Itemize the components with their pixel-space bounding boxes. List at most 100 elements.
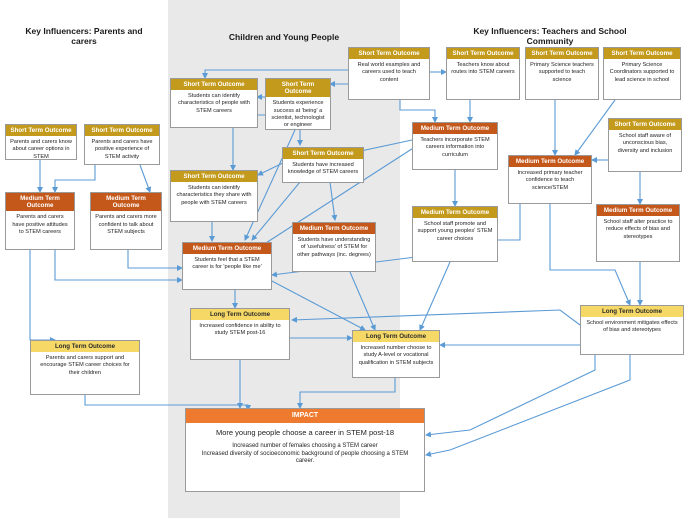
arrow-cmt2-clt2: [349, 271, 376, 331]
heading-children: Children and Young People: [228, 32, 340, 42]
box-label: Short Term Outcome: [171, 79, 257, 91]
box-label: Medium Term Outcome: [91, 193, 161, 212]
arrow-tlt-clt1: [291, 309, 581, 326]
box-parents-st2: Short Term Outcome Parents and carers ha…: [84, 124, 160, 165]
heading-parents: Key Influencers: Parents and carers: [25, 26, 143, 46]
arrow-cst3-cmt2: [329, 181, 338, 221]
arrow-tmt3-clt2: [419, 261, 451, 331]
arrow-tst1-tmt1: [399, 100, 438, 123]
box-children-st3: Short Term Outcome Students have increas…: [282, 147, 364, 183]
box-text: Students have understanding of 'usefulne…: [297, 237, 371, 258]
box-text: Students have increased knowledge of STE…: [287, 162, 359, 176]
box-parents-lt: Long Term Outcome Parents and carers sup…: [30, 340, 140, 395]
box-label: Short Term Outcome: [349, 48, 429, 60]
box-impact: IMPACT More young people choose a career…: [185, 408, 425, 492]
impact-body: More young people choose a career in STE…: [186, 423, 424, 468]
box-text: Teachers incorporate STEM careers inform…: [420, 137, 490, 158]
box-children-st1: Short Term Outcome Students can identify…: [170, 78, 258, 128]
box-children-mt1: Medium Term Outcome Students feel that a…: [182, 242, 272, 290]
box-children-lt2: Long Term Outcome Increased number choos…: [352, 330, 440, 378]
box-label: Short Term Outcome: [609, 119, 681, 131]
box-children-lt1: Long Term Outcome Increased confidence i…: [190, 308, 290, 360]
box-text: Increased number choose to study A-level…: [358, 345, 434, 366]
box-text: Students can identify characteristics th…: [176, 185, 252, 206]
heading-teachers: Key Influencers: Teachers and School Com…: [473, 26, 627, 46]
box-text: Students can identify characteristics of…: [178, 93, 250, 114]
box-teachers-st5: Short Term Outcome School staff aware of…: [608, 118, 682, 172]
box-label: Long Term Outcome: [353, 331, 439, 343]
box-label: Short Term Outcome: [85, 125, 159, 137]
box-teachers-mt1: Medium Term Outcome Teachers incorporate…: [412, 122, 498, 170]
box-label: Short Term Outcome: [447, 48, 519, 60]
arrow-clt2-impact: [297, 378, 396, 409]
impact-line-1: Increased number of females choosing a S…: [232, 442, 378, 449]
box-children-st2: Short Term Outcome Students experience s…: [265, 78, 331, 130]
box-text: Increased primary teacher confidence to …: [517, 170, 583, 191]
box-text: Students experience success at 'being' a…: [271, 100, 325, 129]
arrow-tmt2-tmt3: [489, 204, 521, 243]
box-text: Increased confidence in ability to study…: [199, 323, 281, 337]
box-label: Short Term Outcome: [6, 125, 76, 137]
impact-main: More young people choose a career in STE…: [215, 428, 394, 438]
arrow-tst4-tmt2: [574, 99, 616, 156]
box-label: Medium Term Outcome: [183, 243, 271, 255]
box-text: Teachers know about routes into STEM car…: [451, 62, 515, 76]
box-teachers-mt4: Medium Term Outcome School staff alter p…: [596, 204, 680, 262]
box-text: Primary Science Coordinators supported t…: [609, 62, 675, 83]
arrow-pmt1-cmt1: [54, 250, 183, 283]
box-teachers-mt2: Medium Term Outcome Increased primary te…: [508, 155, 592, 204]
arrow-tmt1-cmt1: [254, 144, 419, 251]
box-label: Short Term Outcome: [266, 79, 330, 98]
arrow-tlt-impact-2: [425, 355, 596, 438]
box-text: Primary Science teachers supported to te…: [530, 62, 594, 83]
box-teachers-st2: Short Term Outcome Teachers know about r…: [446, 47, 520, 100]
box-label: Short Term Outcome: [526, 48, 598, 60]
box-text: Parents and carers more confident to tal…: [95, 214, 157, 235]
box-label: Medium Term Outcome: [597, 205, 679, 217]
box-text: Students feel that a STEM career is for …: [192, 257, 262, 271]
box-children-mt2: Medium Term Outcome Students have unders…: [292, 222, 376, 272]
box-label: Medium Term Outcome: [413, 123, 497, 135]
arrow-cst3-cst4: [257, 161, 286, 176]
arrow-pst2-pmt1: [52, 165, 96, 193]
box-text: School staff aware of unconscious bias, …: [617, 133, 673, 154]
arrow-cmt1-clt2: [269, 279, 366, 331]
box-teachers-st1: Short Term Outcome Real world examples a…: [348, 47, 430, 100]
box-teachers-mt3: Medium Term Outcome School staff promote…: [412, 206, 498, 262]
box-text: Parents and carers know about career opt…: [10, 139, 72, 160]
arrow-plt-impact: [84, 395, 251, 411]
box-text: School environment mitigates effects of …: [586, 320, 678, 334]
box-teachers-lt: Long Term Outcome School environment mit…: [580, 305, 684, 355]
box-text: Real world examples and careers used to …: [357, 62, 421, 83]
arrow-cst3-cmt1: [251, 181, 301, 241]
box-label: Medium Term Outcome: [293, 223, 375, 235]
box-parents-mt2: Medium Term Outcome Parents and carers m…: [90, 192, 162, 250]
box-label: Short Term Outcome: [604, 48, 680, 60]
box-children-st4: Short Term Outcome Students can identify…: [170, 170, 258, 222]
box-teachers-st3: Short Term Outcome Primary Science teach…: [525, 47, 599, 100]
box-label: Short Term Outcome: [283, 148, 363, 160]
arrow-tst1-cst1: [202, 69, 352, 79]
box-text: School staff alter practice to reduce ef…: [603, 219, 673, 240]
arrow-pmt2-cmt1: [127, 250, 183, 271]
box-label: Medium Term Outcome: [509, 156, 591, 168]
impact-line-2: Increased diversity of socioeconomic bac…: [201, 450, 409, 465]
impact-label: IMPACT: [186, 409, 424, 424]
box-text: Parents and carers support and encourage…: [40, 355, 130, 376]
box-text: School staff promote and support young p…: [417, 221, 493, 242]
box-teachers-st4: Short Term Outcome Primary Science Coord…: [603, 47, 681, 100]
box-label: Medium Term Outcome: [413, 207, 497, 219]
arrow-pst2-pmt2: [139, 164, 152, 193]
box-label: Short Term Outcome: [171, 171, 257, 183]
box-parents-mt1: Medium Term Outcome Parents and carers h…: [5, 192, 75, 250]
box-label: Long Term Outcome: [31, 341, 139, 353]
box-parents-st1: Short Term Outcome Parents and carers kn…: [5, 124, 77, 160]
box-label: Long Term Outcome: [581, 306, 683, 318]
box-label: Long Term Outcome: [191, 309, 289, 321]
arrow-pmt1-plt: [29, 250, 56, 343]
box-label: Medium Term Outcome: [6, 193, 74, 212]
box-text: Parents and carers have positive experie…: [91, 139, 153, 160]
arrow-tlt-impact: [425, 355, 631, 457]
box-text: Parents and carers have positive attitud…: [12, 214, 68, 235]
arrow-tmt2-tlt: [549, 204, 631, 306]
